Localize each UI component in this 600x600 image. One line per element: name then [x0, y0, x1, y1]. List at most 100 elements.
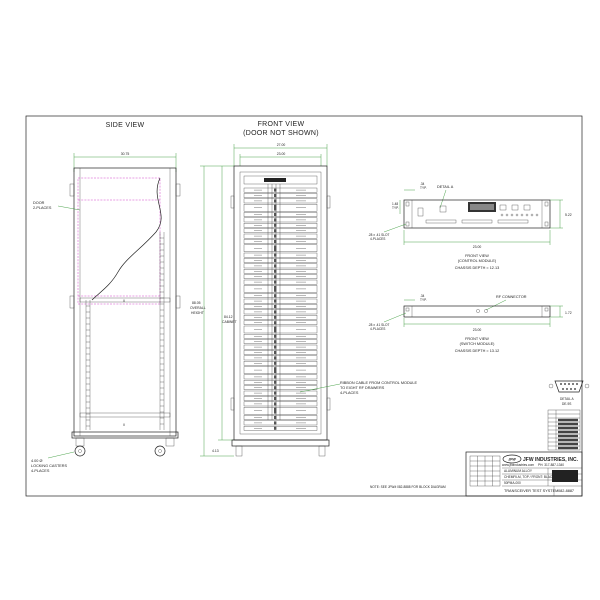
drawer-connector [274, 280, 277, 284]
front-inner-width-dim: 23.00 [277, 152, 286, 156]
rack-drawer [243, 415, 318, 420]
svg-text:.34: .34 [420, 294, 425, 298]
rack-drawer [243, 380, 318, 385]
svg-text:JFW: JFW [508, 458, 516, 462]
sm-height-dim: 1.72 [565, 311, 572, 315]
sm-caption: FRONT VIEW [465, 337, 489, 341]
drawer-connector [274, 275, 277, 279]
table-cell [558, 418, 578, 422]
rack-drawer [243, 193, 318, 198]
drawing-title: TRANSCEIVER TEST SYSTEM [504, 489, 558, 493]
rack-drawer [243, 244, 318, 252]
svg-text:OVERALL: OVERALL [190, 306, 206, 310]
connector-pin [566, 388, 568, 390]
svg-text:1.48: 1.48 [392, 202, 398, 206]
caster-right [154, 445, 166, 457]
rack-drawer [243, 350, 318, 355]
caster-height-dim: 4.13 [212, 449, 219, 453]
drawer-connector [274, 218, 277, 222]
rack-drawer [243, 285, 318, 293]
drawer-connector [274, 269, 277, 273]
drawer-connector [274, 321, 277, 325]
rack-drawer [243, 366, 318, 374]
drawer-connector [274, 340, 277, 344]
drawer-connector [274, 351, 277, 354]
indicator-led [515, 213, 519, 217]
rack-drawer [243, 401, 318, 407]
switch-module-panel [403, 305, 551, 318]
svg-text:(SWITCH MODULE): (SWITCH MODULE) [460, 342, 496, 346]
connector-pin [574, 388, 576, 390]
drawer-connector [274, 334, 277, 338]
sm-slot-label: .28 x .41 SLOT [368, 323, 389, 327]
drawer-connector [274, 380, 277, 384]
drawer-connector [274, 407, 277, 414]
connector-pin [564, 383, 566, 385]
table-cell [558, 422, 578, 426]
part-number: 50PMA-000 [504, 481, 521, 485]
drawer-connector [274, 426, 277, 430]
table-cell [558, 446, 578, 450]
company-website: www.jfwindustries.com [502, 463, 534, 467]
svg-text:CABINET: CABINET [222, 320, 237, 324]
drawer-connector [274, 386, 277, 390]
svg-text:DE-9S: DE-9S [562, 402, 571, 406]
finish: CHEMFILM, TOP / FRONT: BLACK [504, 475, 555, 479]
rack-drawer [243, 339, 318, 344]
connector-pin [576, 383, 578, 385]
svg-text:II: II [123, 423, 125, 427]
rack-drawer [243, 361, 318, 366]
drawer-connector [274, 286, 277, 292]
rack-drawer [243, 298, 318, 304]
connector-pin [572, 383, 574, 385]
drawer-connector [274, 213, 277, 216]
svg-text:TO EIGHT RF DRAWERS: TO EIGHT RF DRAWERS [340, 386, 385, 390]
drawer-connector [274, 259, 277, 262]
svg-text:TYP.: TYP. [420, 298, 427, 302]
rack-drawer [243, 279, 318, 285]
svg-text:4-PLACES: 4-PLACES [370, 327, 385, 331]
svg-text:(DOOR NOT SHOWN): (DOOR NOT SHOWN) [243, 130, 319, 137]
drawer-connector [274, 234, 277, 238]
cm-caption: FRONT VIEW [465, 254, 489, 258]
drawer-connector [274, 326, 277, 333]
ribbon-cable-label: RIBBON CABLE FROM CONTROL MODULE [340, 381, 418, 385]
drawer-connector [274, 229, 277, 233]
rack-drawer [243, 223, 318, 228]
cm-height-dim: 5.22 [565, 213, 572, 217]
indicator-led [530, 213, 534, 217]
sm-width-dim: 23.00 [473, 328, 482, 332]
indicator-led [500, 213, 504, 217]
drawer-connector [274, 245, 277, 252]
svg-text:LOCKING CASTERS: LOCKING CASTERS [31, 464, 68, 468]
company-name: JFW INDUSTRIES, INC. [523, 457, 579, 463]
material: ALUMINUM ALLOY [504, 469, 533, 473]
cm-width-dim: 23.00 [473, 245, 482, 249]
rack-drawer [243, 334, 318, 339]
rack-drawer [243, 315, 318, 320]
drawing-number: 082-8887 [558, 489, 574, 493]
drawer-connector [274, 199, 277, 203]
svg-text:4-PLACES: 4-PLACES [31, 469, 50, 473]
drawer-connector [274, 253, 277, 257]
cabinet-height-dim: 84.12 [224, 315, 233, 319]
switch-module-view: .34 TYP. RF CONNECTOR .28 x .41 SLOT 4-P… [368, 294, 572, 353]
de9-connector [554, 380, 584, 393]
rack-drawer [243, 269, 318, 274]
rack-drawer [243, 239, 318, 244]
rack-drawer [243, 390, 318, 396]
control-module-view: DETAIL A .34 TYP. 1.48 TYP. .28 x .41 SL… [368, 182, 572, 270]
drawer-connector [274, 188, 277, 192]
connector-pin [570, 388, 572, 390]
control-module-panel [403, 199, 551, 229]
svg-text:TYP.: TYP. [392, 206, 399, 210]
rack-drawer [243, 304, 318, 309]
svg-text:4-PLACES: 4-PLACES [340, 391, 359, 395]
rack-drawer [243, 258, 318, 263]
connector-pin [562, 388, 564, 390]
drawer-connector [274, 310, 277, 314]
sm-depth: CHASSIS DEPTH = 13.12 [455, 349, 499, 353]
rack-drawer [243, 233, 318, 239]
indicator-led [535, 213, 539, 217]
